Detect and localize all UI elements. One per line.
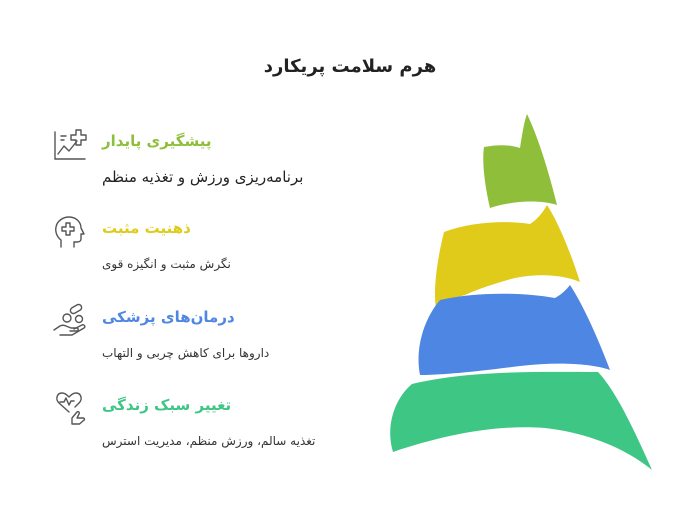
band-mindset (434, 205, 580, 308)
item-description: برنامه‌ریزی ورزش و تغذیه منظم (102, 168, 304, 186)
item-description: داروها برای کاهش چربی و التهاب (102, 346, 270, 360)
band-lifestyle (390, 371, 652, 470)
item-heading: پیشگیری پایدار (102, 132, 212, 150)
heart-hand-icon (56, 392, 86, 425)
chart-plus-icon (54, 129, 87, 160)
item-heading: درمان‌های پزشکی (102, 308, 235, 326)
item-heading: ذهنیت مثبت (102, 219, 191, 237)
item-heading: تغییر سبک زندگی (102, 396, 232, 414)
item-description: تغذیه سالم، ورزش منظم، مدیریت استرس (102, 434, 316, 448)
band-prevention (483, 114, 557, 208)
spiral-pyramid-illustration (390, 114, 652, 470)
diagram-title: هرم سلامت پریکارد (263, 56, 437, 77)
band-medical (418, 285, 610, 375)
item-description: نگرش مثبت و انگیزه قوی (102, 257, 231, 271)
head-plus-icon (55, 216, 85, 248)
hand-pills-icon (53, 303, 86, 336)
